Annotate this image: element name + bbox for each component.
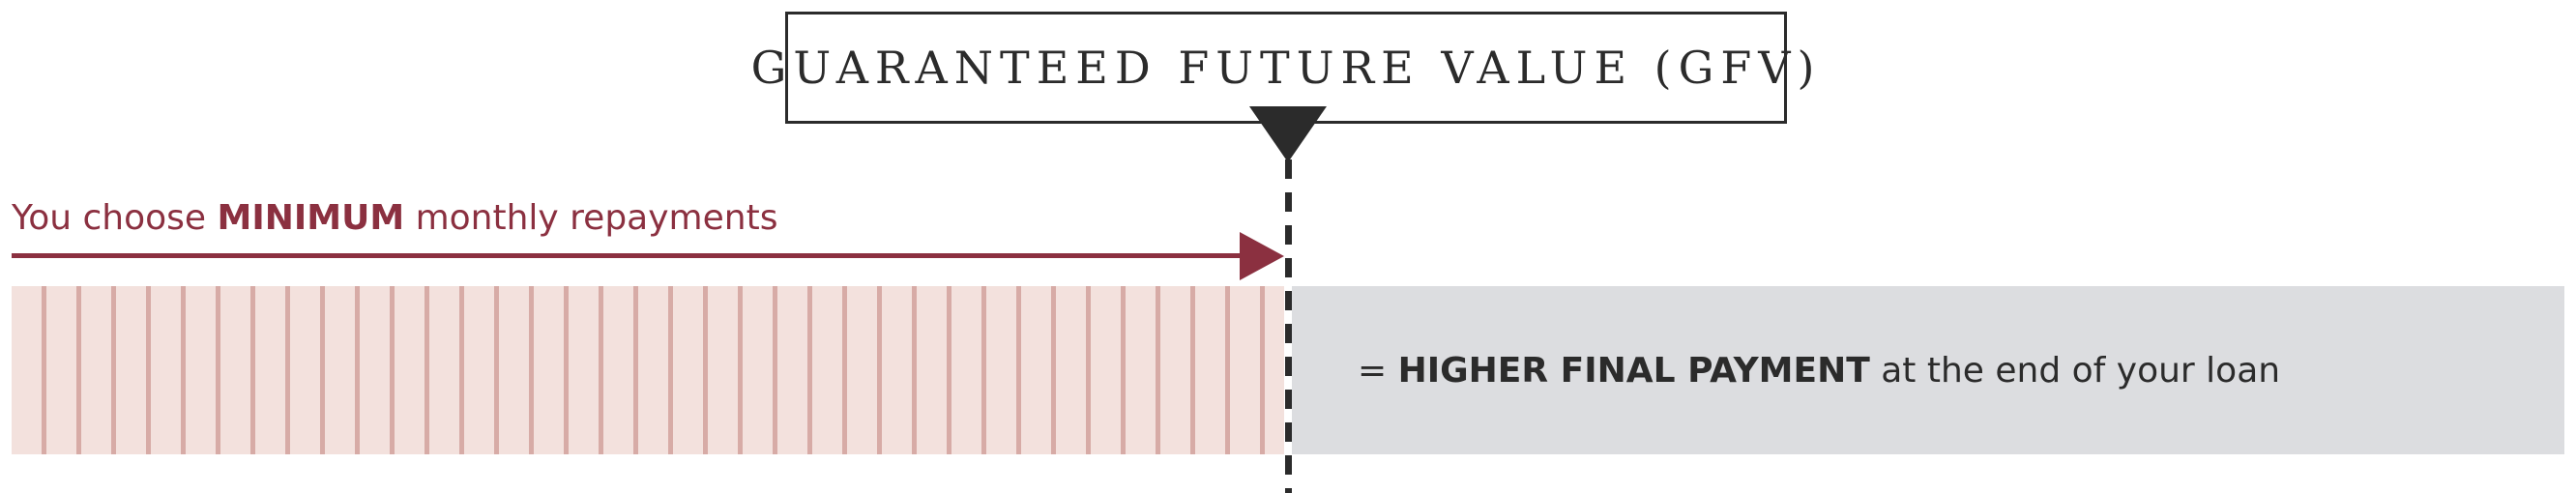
gfv-dashed-marker-line: [1285, 160, 1292, 493]
final-payment-emphasis: HIGHER FINAL PAYMENT: [1397, 350, 1870, 391]
minimum-repayments-prefix: You choose: [12, 198, 218, 238]
minimum-repayments-suffix: monthly repayments: [404, 198, 778, 238]
minimum-repayments-emphasis: MINIMUM: [217, 198, 405, 238]
final-payment-prefix: =: [1358, 350, 1398, 391]
final-payment-label: = HIGHER FINAL PAYMENT at the end of you…: [1358, 351, 2280, 391]
final-payment-bar: = HIGHER FINAL PAYMENT at the end of you…: [1292, 286, 2564, 454]
final-payment-suffix: at the end of your loan: [1869, 350, 2281, 391]
gfv-pointer-triangle-icon: [1249, 106, 1327, 162]
minimum-repayments-label: You choose MINIMUM monthly repayments: [12, 197, 777, 240]
gfv-label-box: GUARANTEED FUTURE VALUE (GFV): [751, 12, 1814, 124]
repayments-arrow-shaft: [12, 253, 1242, 258]
repayments-arrow-head-icon: [1240, 232, 1284, 280]
monthly-repayments-striped-bar: [12, 286, 1284, 454]
gfv-label: GUARANTEED FUTURE VALUE (GFV): [750, 42, 1822, 94]
